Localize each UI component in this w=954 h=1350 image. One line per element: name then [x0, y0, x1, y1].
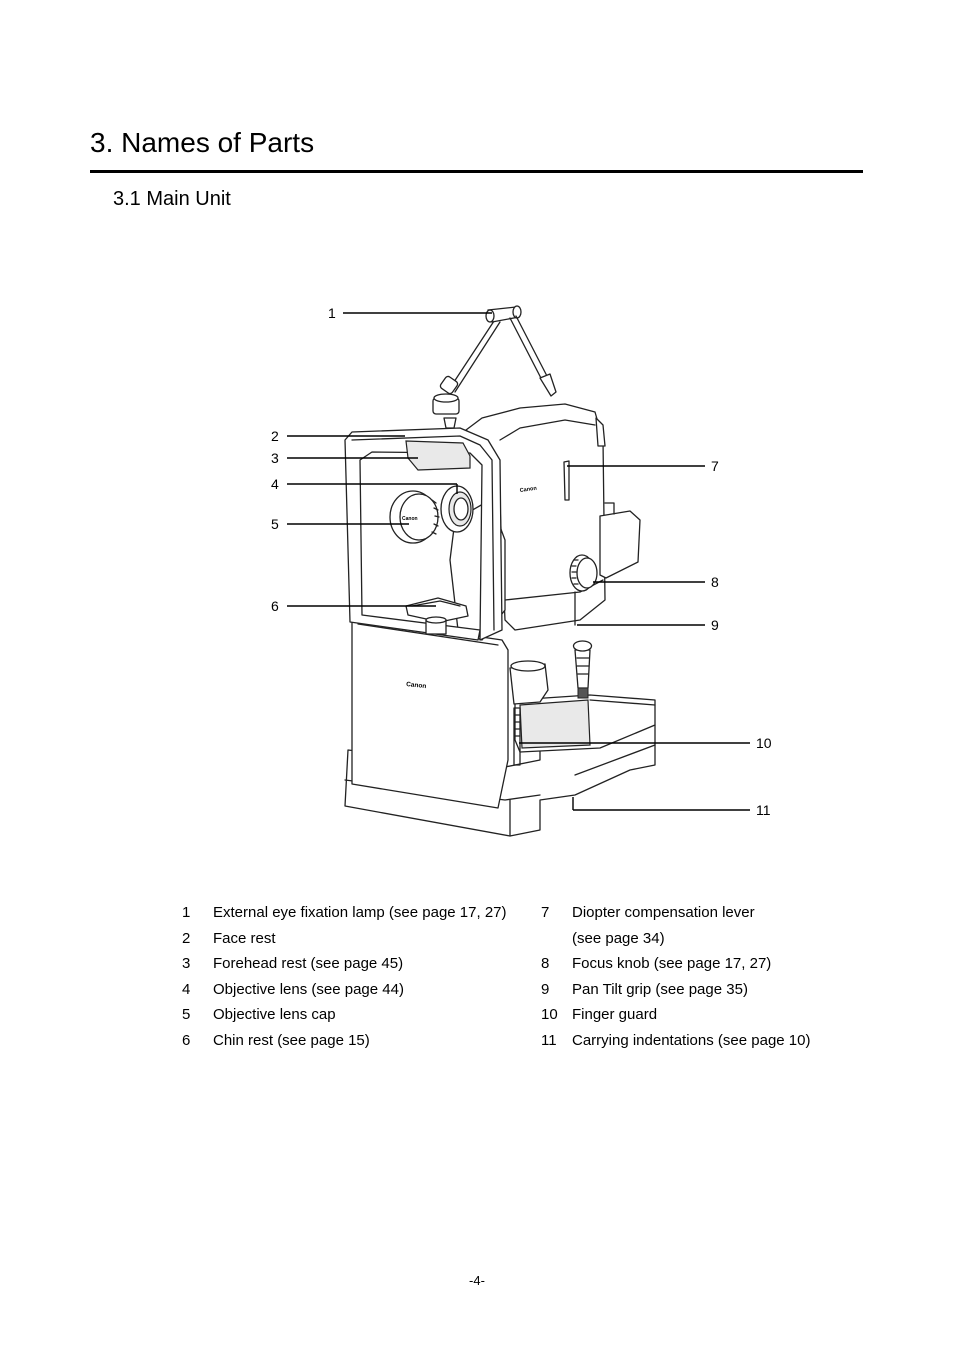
legend-text: Pan Tilt grip (see page 35)	[572, 980, 748, 998]
callout-3: 3	[271, 450, 279, 466]
section-title: 3.1 Main Unit	[113, 188, 231, 210]
legend-item: 3 Forehead rest (see page 45)	[182, 951, 512, 977]
forehead-rest	[405, 440, 471, 471]
brand-lower: Canon	[406, 681, 427, 690]
callout-6: 6	[271, 598, 279, 614]
callout-numbers: 1 2 3 4 5 6 7 8 9 10 11	[271, 305, 772, 818]
legend-number: 2	[182, 929, 191, 947]
chin-rest	[405, 597, 469, 635]
callout-2: 2	[271, 428, 279, 444]
legend-item: 10 Finger guard	[541, 1002, 851, 1028]
legend-item: 2 Face rest	[182, 926, 512, 952]
legend-number: 7	[541, 904, 550, 921]
page-title: 3. Names of Parts	[90, 127, 315, 158]
callout-9: 9	[711, 617, 719, 633]
legend-left-column: 1 External eye fixation lamp (see page 1…	[182, 900, 512, 1054]
title-rule	[90, 170, 863, 173]
callout-5: 5	[271, 516, 279, 532]
legend-item: 9 Pan Tilt grip (see page 35)	[541, 977, 851, 1003]
legend-right-column: 7 Diopter compensation lever (see page 3…	[541, 900, 851, 1054]
legend-text: Objective lens cap	[213, 1006, 336, 1024]
face-rest	[344, 427, 503, 641]
brand-body: Canon	[519, 486, 537, 494]
callout-8: 8	[711, 574, 719, 590]
fixation-lamp	[432, 305, 557, 429]
finger-guard-ribs	[514, 714, 521, 737]
legend-item: 7 Diopter compensation lever (see page 3…	[541, 900, 851, 951]
legend-number: 5	[182, 1006, 191, 1024]
callout-1: 1	[328, 305, 336, 321]
legend-text: Face rest	[213, 929, 276, 947]
brand-cap: Canon	[402, 516, 418, 522]
legend-number: 9	[541, 980, 550, 998]
objective-lens	[440, 485, 474, 533]
lower-housing	[351, 617, 509, 809]
legend-text: Forehead rest (see page 45)	[213, 955, 404, 973]
focus-knob	[569, 554, 598, 592]
legend-text: Diopter compensation lever (see page 34)	[572, 904, 755, 947]
legend-number: 6	[182, 1031, 191, 1049]
joystick	[572, 640, 593, 699]
main-unit-figure: Canon Canon	[271, 305, 772, 837]
legend-item: 5 Objective lens cap	[182, 1002, 512, 1028]
page-number: -4-	[469, 1273, 485, 1288]
callout-7: 7	[711, 458, 719, 474]
legend-number: 10	[541, 1006, 558, 1024]
legend-item: 8 Focus knob (see page 17, 27)	[541, 951, 851, 977]
legend-number: 11	[541, 1031, 557, 1049]
side-box	[599, 510, 641, 579]
legend-text: Focus knob (see page 17, 27)	[572, 955, 772, 973]
legend-number: 8	[541, 955, 550, 973]
legend-number: 4	[182, 980, 191, 998]
leader-lines	[287, 312, 750, 811]
legend-number: 1	[182, 904, 191, 921]
callout-11: 11	[756, 802, 771, 818]
legend-item: 11 Carrying indentations (see page 10)	[541, 1028, 851, 1054]
legend-item: 1 External eye fixation lamp (see page 1…	[182, 900, 512, 926]
legend-text: Objective lens (see page 44)	[213, 980, 404, 998]
legend-item: 6 Chin rest (see page 15)	[182, 1028, 512, 1054]
legend-text: Carrying indentations (see page 10)	[572, 1031, 811, 1049]
legend-text: Finger guard	[572, 1006, 658, 1024]
callout-4: 4	[271, 476, 279, 492]
lens-cap: Canon	[389, 490, 440, 544]
device-illustration: Canon Canon	[344, 305, 656, 837]
legend-text: External eye fixation lamp (see page 17,…	[213, 904, 507, 921]
diopter-lever	[563, 460, 570, 501]
legend-text: Chin rest (see page 15)	[213, 1031, 370, 1049]
legend-number: 3	[182, 955, 191, 973]
legend-item: 4 Objective lens (see page 44)	[182, 977, 512, 1003]
callout-10: 10	[756, 735, 772, 751]
